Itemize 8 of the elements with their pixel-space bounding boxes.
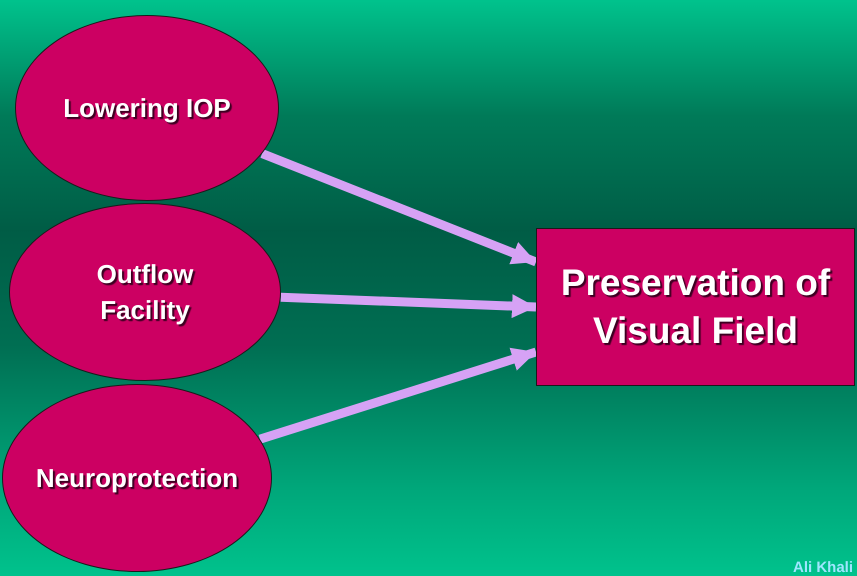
arrow: [258, 348, 538, 444]
author-credit: Ali Khali: [792, 559, 853, 576]
result-box: Preservation of Visual Field: [536, 228, 855, 386]
ellipse-node: Neuroprotection: [2, 384, 272, 572]
ellipse-node: Outflow Facility: [9, 203, 281, 381]
arrow: [280, 292, 536, 318]
arrow: [260, 149, 538, 266]
ellipse-node: Lowering IOP: [15, 15, 279, 201]
